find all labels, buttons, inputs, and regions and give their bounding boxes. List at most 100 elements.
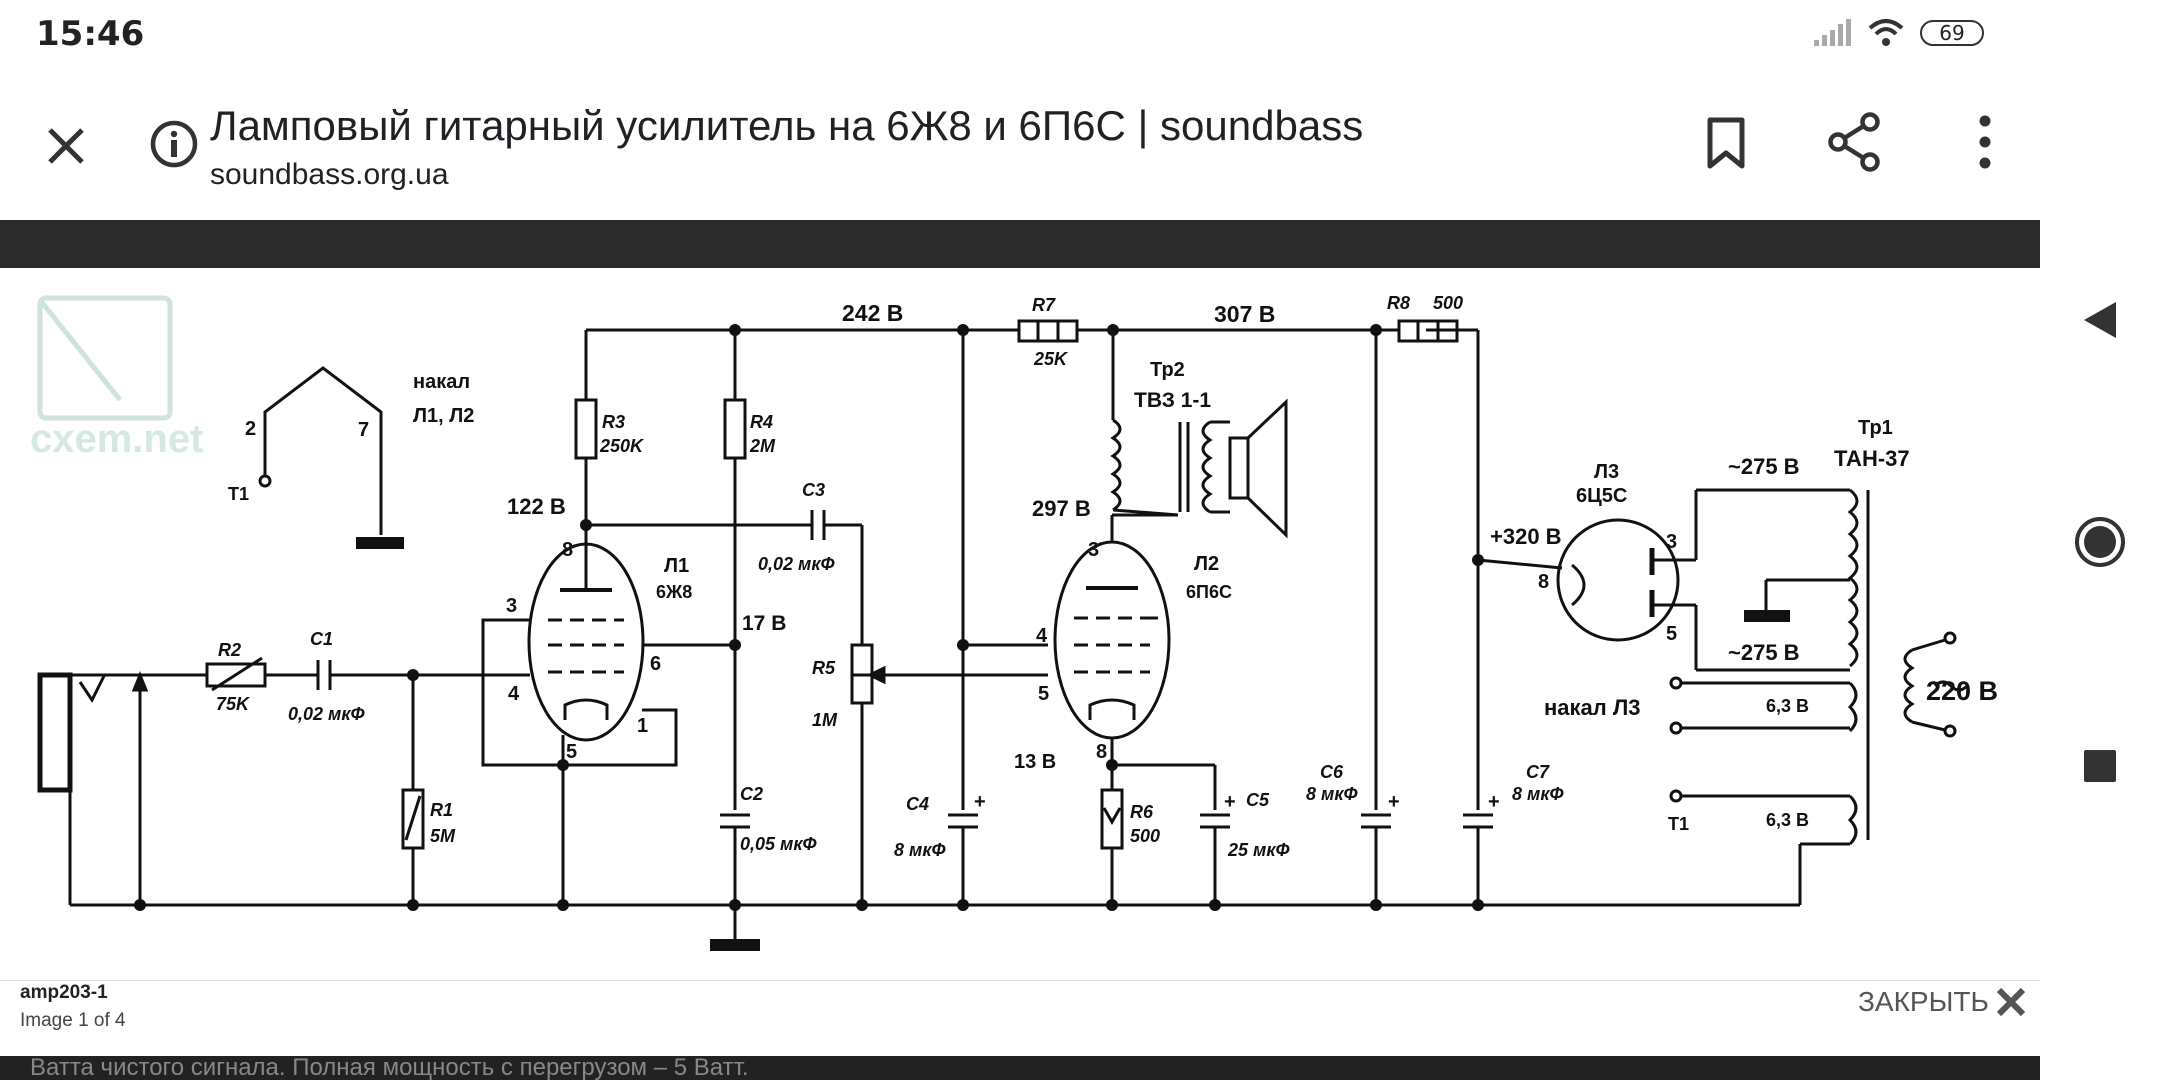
recents-button[interactable] xyxy=(2074,740,2126,792)
page-header-band xyxy=(0,220,2040,268)
svg-text:~275 В: ~275 В xyxy=(1728,640,1800,665)
svg-text:R6: R6 xyxy=(1130,802,1154,822)
svg-text:75K: 75K xyxy=(216,694,251,714)
svg-text:4: 4 xyxy=(508,683,520,705)
svg-text:C7: C7 xyxy=(1526,762,1550,782)
close-viewer-button[interactable]: ЗАКРЫТЬ xyxy=(1858,986,2027,1018)
status-bar: 15:46 69 xyxy=(0,0,2040,66)
image-viewer[interactable]: cxem.net накал Л1, Л2 2 7 T1 242 В R7 25… xyxy=(0,268,2040,980)
share-button[interactable] xyxy=(1822,110,1886,174)
status-time: 15:46 xyxy=(36,14,145,54)
svg-text:C4: C4 xyxy=(906,794,929,814)
svg-text:R4: R4 xyxy=(750,412,773,432)
svg-text:R7: R7 xyxy=(1032,295,1056,315)
watermark-text: cxem.net xyxy=(30,417,203,461)
svg-text:13 В: 13 В xyxy=(1014,751,1056,773)
svg-text:Тр1: Тр1 xyxy=(1858,417,1893,439)
svg-text:3: 3 xyxy=(1666,531,1677,553)
svg-text:17 В: 17 В xyxy=(742,612,786,635)
page-text-band xyxy=(0,1056,2040,1080)
svg-text:5: 5 xyxy=(566,741,577,763)
svg-text:307 В: 307 В xyxy=(1214,301,1275,327)
back-button[interactable] xyxy=(2074,294,2126,346)
close-button[interactable] xyxy=(36,116,96,176)
svg-text:25K: 25K xyxy=(1033,349,1069,369)
svg-text:Л1: Л1 xyxy=(664,555,689,577)
bookmark-button[interactable] xyxy=(1696,108,1756,178)
more-options-button[interactable] xyxy=(1960,110,2010,174)
watermark-logo xyxy=(37,295,173,421)
signal-icon xyxy=(1814,19,1851,46)
svg-text:T1: T1 xyxy=(228,484,249,504)
svg-text:Тр2: Тр2 xyxy=(1150,359,1185,381)
svg-text:4: 4 xyxy=(1036,625,1048,647)
svg-text:500: 500 xyxy=(1130,826,1160,846)
svg-text:накал Л3: накал Л3 xyxy=(1544,695,1641,720)
svg-text:2M: 2M xyxy=(749,436,776,456)
recents-square-icon xyxy=(2084,750,2116,782)
svg-text:+: + xyxy=(1388,791,1400,813)
svg-text:0,02 мкФ: 0,02 мкФ xyxy=(288,704,365,724)
svg-text:ТАН-37: ТАН-37 xyxy=(1834,446,1910,471)
svg-text:C1: C1 xyxy=(310,629,333,649)
svg-text:6: 6 xyxy=(650,653,661,675)
svg-text:8: 8 xyxy=(1538,571,1549,593)
svg-text:C6: C6 xyxy=(1320,762,1344,782)
svg-text:6,3 В: 6,3 В xyxy=(1766,810,1809,830)
svg-text:250K: 250K xyxy=(599,436,645,456)
page-url: soundbass.org.ua xyxy=(210,158,449,191)
svg-text:Л1, Л2: Л1, Л2 xyxy=(413,405,474,427)
home-circle-icon xyxy=(2075,517,2125,567)
svg-text:R1: R1 xyxy=(430,800,453,820)
svg-text:3: 3 xyxy=(506,595,517,617)
svg-text:C2: C2 xyxy=(740,784,763,804)
image-caption-bar xyxy=(0,980,2040,1056)
svg-text:~275 В: ~275 В xyxy=(1728,454,1800,479)
svg-text:+: + xyxy=(1224,791,1236,813)
svg-text:6Ж8: 6Ж8 xyxy=(656,582,692,602)
svg-text:8: 8 xyxy=(1096,741,1107,763)
wifi-icon xyxy=(1868,19,1904,46)
bookmark-icon xyxy=(1707,117,1745,169)
svg-text:0,02 мкФ: 0,02 мкФ xyxy=(758,554,835,574)
svg-text:накал: накал xyxy=(413,371,470,393)
site-info-button[interactable] xyxy=(146,116,202,172)
svg-text:2: 2 xyxy=(245,418,256,440)
svg-text:6П6С: 6П6С xyxy=(1186,582,1232,602)
svg-text:R8: R8 xyxy=(1387,293,1410,313)
close-icon xyxy=(1996,987,2025,1017)
amplifier-schematic[interactable]: cxem.net накал Л1, Л2 2 7 T1 242 В R7 25… xyxy=(0,268,2040,980)
svg-text:297 В: 297 В xyxy=(1032,496,1091,521)
svg-text:0,05 мкФ: 0,05 мкФ xyxy=(740,834,817,854)
svg-text:7: 7 xyxy=(358,419,369,441)
svg-text:C5: C5 xyxy=(1246,790,1270,810)
svg-text:C3: C3 xyxy=(802,480,825,500)
svg-text:T1: T1 xyxy=(1668,814,1689,834)
svg-text:5M: 5M xyxy=(430,826,456,846)
svg-text:6,3 В: 6,3 В xyxy=(1766,696,1809,716)
svg-text:R5: R5 xyxy=(812,658,836,678)
status-icons: 69 xyxy=(1812,16,1984,50)
info-icon xyxy=(150,120,198,168)
close-viewer-label: ЗАКРЫТЬ xyxy=(1858,986,1989,1017)
image-counter: Image 1 of 4 xyxy=(20,1010,126,1031)
svg-text:+320 В: +320 В xyxy=(1490,524,1562,549)
more-vert-icon xyxy=(1979,115,1991,169)
back-triangle-icon xyxy=(2084,302,2116,338)
home-button[interactable] xyxy=(2072,514,2128,570)
image-name: amp203-1 xyxy=(20,982,108,1003)
system-navigation-bar xyxy=(2040,0,2160,1080)
svg-text:5: 5 xyxy=(1038,683,1049,705)
svg-text:8 мкФ: 8 мкФ xyxy=(1306,784,1358,804)
svg-text:6Ц5С: 6Ц5С xyxy=(1576,485,1627,507)
page-title: Ламповый гитарный усилитель на 6Ж8 и 6П6… xyxy=(210,102,1364,149)
svg-text:8 мкФ: 8 мкФ xyxy=(1512,784,1564,804)
svg-text:25 мкФ: 25 мкФ xyxy=(1227,840,1290,860)
svg-text:1: 1 xyxy=(637,715,648,737)
page-body-text: Ватта чистого сигнала. Полная мощность с… xyxy=(30,1054,749,1081)
svg-text:Л2: Л2 xyxy=(1194,553,1219,575)
svg-text:1M: 1M xyxy=(812,710,838,730)
svg-text:5: 5 xyxy=(1666,623,1677,645)
svg-text:ТВЗ 1-1: ТВЗ 1-1 xyxy=(1134,389,1211,412)
battery-indicator: 69 xyxy=(1920,20,1984,46)
